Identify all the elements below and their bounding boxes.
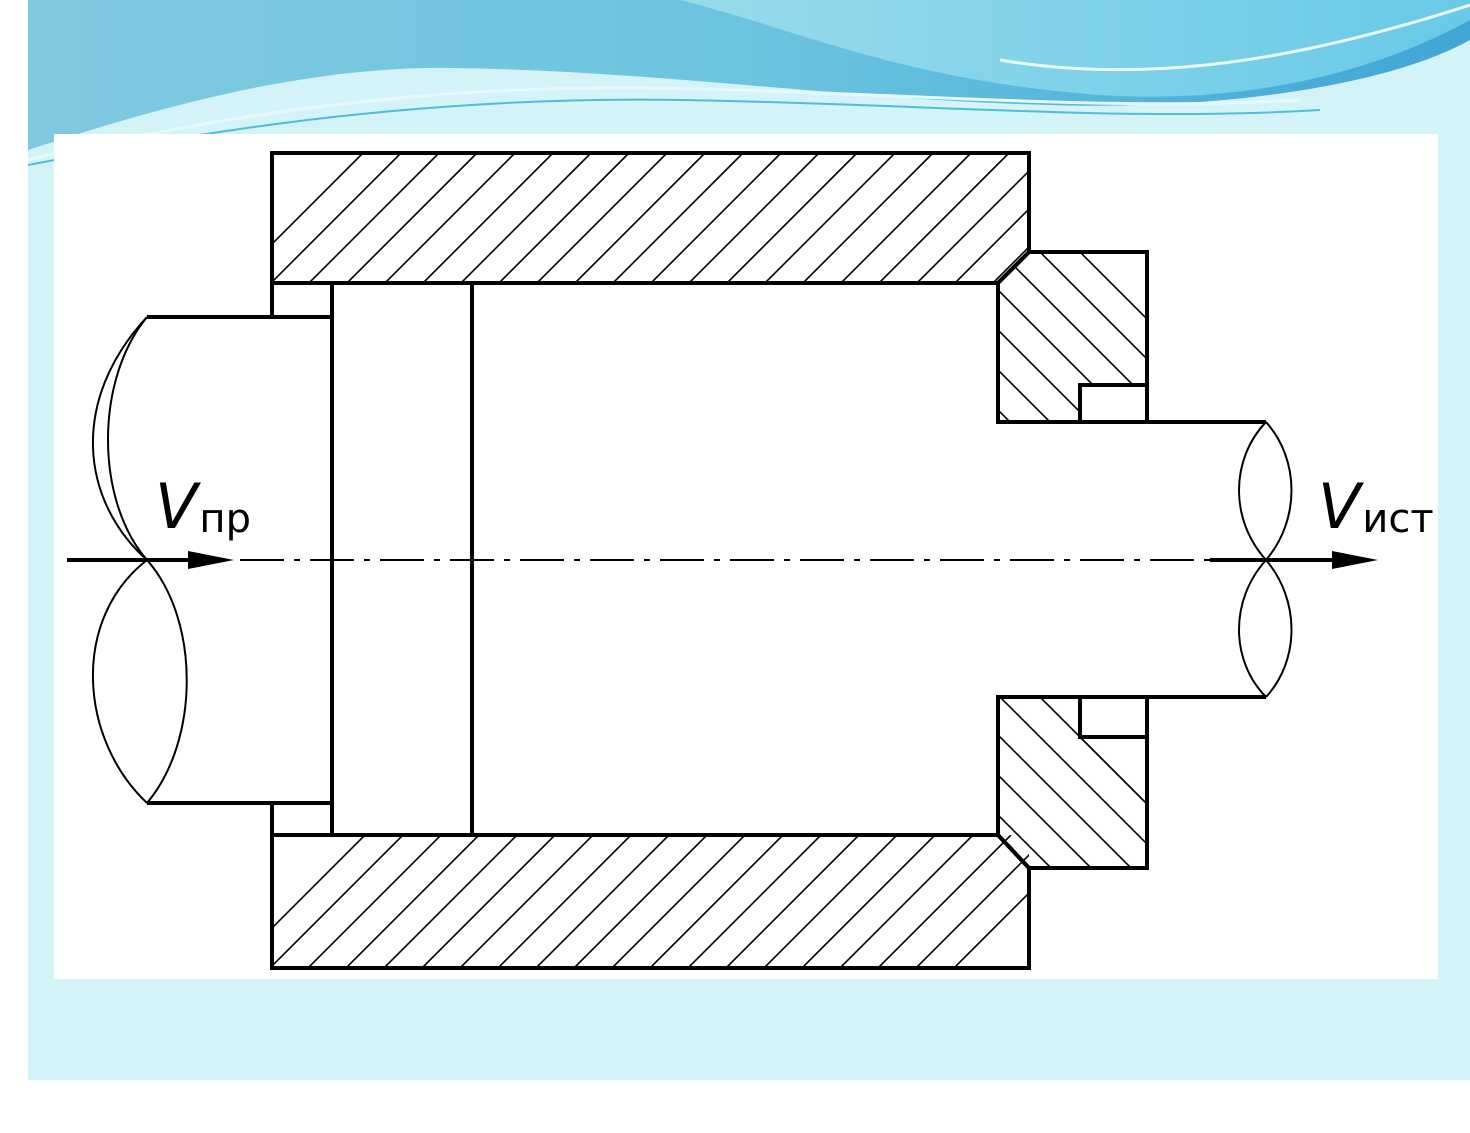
top-housing-wall xyxy=(232,153,1122,284)
bottom-gland-hatching xyxy=(960,697,1190,868)
bottom-gland-seal xyxy=(960,697,1190,868)
bottom-housing-wall xyxy=(232,835,1087,968)
outlet-velocity-label: Vист xyxy=(1318,476,1434,538)
top-gland-hatching xyxy=(960,252,1190,422)
inlet-velocity-subscript: пр xyxy=(199,496,251,542)
bottom-wall-hatching xyxy=(232,835,1087,968)
outlet-flow-arrow xyxy=(1210,551,1378,569)
inlet-flow-arrow xyxy=(67,551,234,569)
top-wall-hatching xyxy=(232,154,1122,284)
outlet-velocity-symbol: V xyxy=(1318,470,1360,543)
inlet-velocity-label: Vпр xyxy=(155,476,251,538)
outlet-velocity-subscript: ист xyxy=(1362,496,1433,542)
inlet-velocity-symbol: V xyxy=(155,470,197,543)
top-gland-seal xyxy=(960,252,1190,422)
